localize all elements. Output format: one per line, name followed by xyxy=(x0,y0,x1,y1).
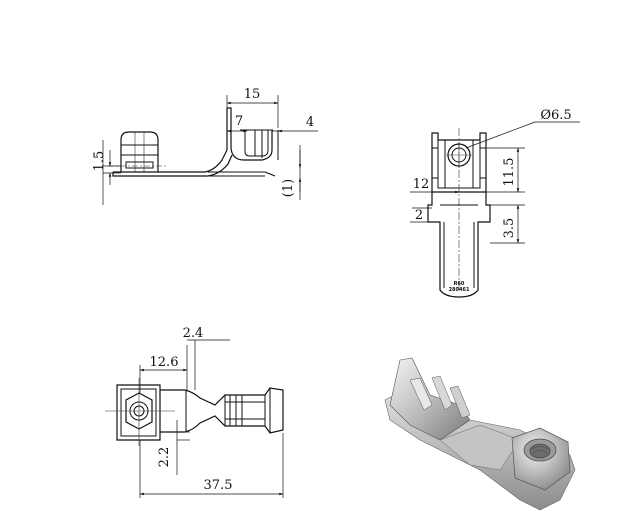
dim-thickness-top: 4 xyxy=(306,115,314,130)
dim-step: 3.5 xyxy=(502,218,517,239)
dim-gap: 2.2 xyxy=(157,447,172,468)
dim-center: 11.5 xyxy=(502,158,517,187)
dim-offset: 2.4 xyxy=(183,326,204,341)
side-view: 15 7 4 1.5 (1) xyxy=(92,87,318,205)
product-render-image xyxy=(384,357,576,511)
dim-nut-height: 1.5 xyxy=(92,151,107,172)
dim-tab: 7 xyxy=(235,114,243,129)
dim-notch: 2 xyxy=(415,208,423,223)
dim-length: 15 xyxy=(244,87,261,102)
marking-line1: R60 xyxy=(454,281,465,287)
front-view: R60 280461 Ø6.5 11.5 12 2 3.5 xyxy=(410,108,580,298)
marking-line2: 280461 xyxy=(449,287,470,293)
dim-overall: 37.5 xyxy=(204,478,233,493)
dim-width: 12 xyxy=(413,177,430,192)
dim-hole: Ø6.5 xyxy=(540,108,571,123)
top-view: 2.4 12.6 37.5 2.2 xyxy=(105,326,284,498)
dim-thickness-ref: (1) xyxy=(281,179,296,197)
dim-nut-width: 12.6 xyxy=(150,355,179,370)
